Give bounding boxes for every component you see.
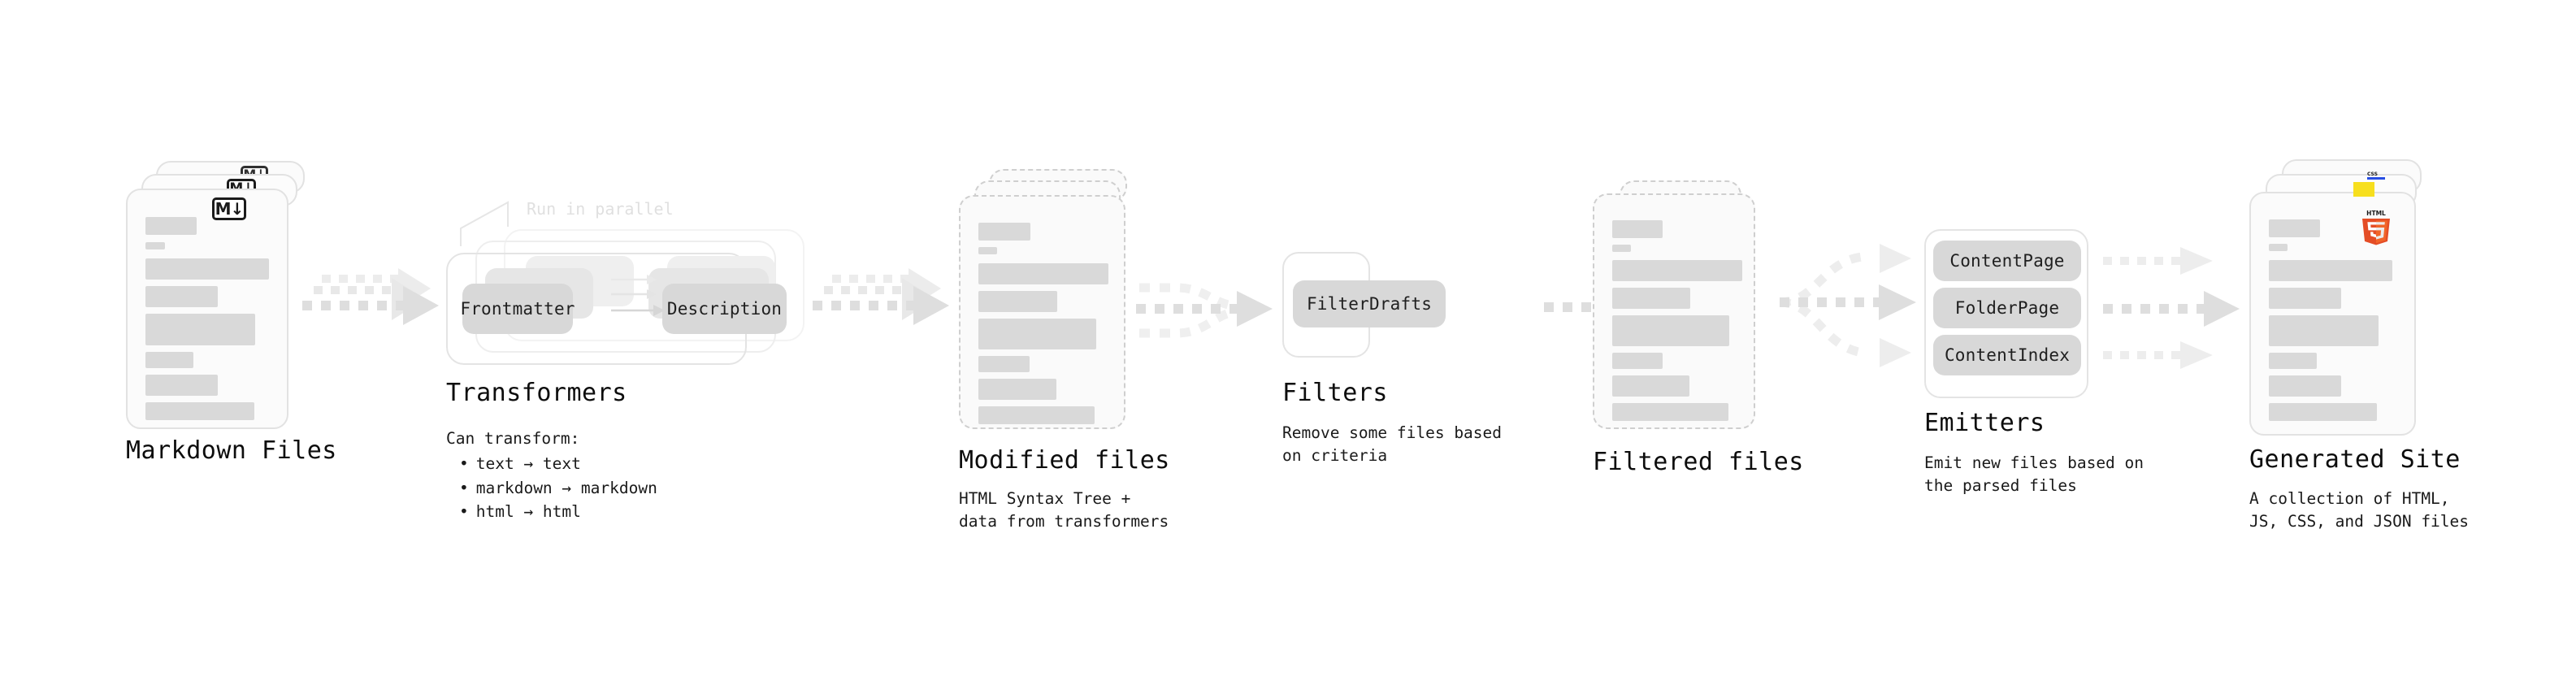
stage-title-modified-files: Modified files (959, 446, 1170, 475)
emitter-chip-contentindex[interactable]: ContentIndex (1933, 335, 2081, 375)
connector-transformers-to-modified (813, 268, 949, 325)
emitters-group (1924, 229, 2088, 398)
stage-subtitle-filters: Remove some files based on criteria (1282, 423, 1503, 466)
filtered-file-stack (1593, 180, 1772, 449)
content-bar (2269, 219, 2320, 237)
markdown-badge-label: M↓ (215, 199, 245, 219)
content-bar (145, 352, 193, 368)
css3-icon: CSS (2367, 171, 2385, 180)
content-bar (1612, 353, 1663, 369)
connector-emitters-to-site (2103, 247, 2240, 369)
content-bar (2269, 260, 2392, 281)
stage-subtitle-emitters: Emit new files based on the parsed files (1924, 453, 2144, 496)
content-bar (978, 319, 1096, 349)
connector-markdown-to-transformers (302, 268, 439, 325)
stage-subtitle-modified-files: HTML Syntax Tree + data from transformer… (959, 489, 1169, 531)
content-bar (1612, 315, 1729, 346)
transformers-bullet: markdown → markdown (459, 476, 657, 500)
transformers-bullet: html → html (459, 500, 657, 523)
content-bar (2269, 353, 2317, 369)
content-bar (2269, 315, 2379, 346)
content-bar (978, 379, 1056, 400)
content-bar (2269, 375, 2341, 397)
content-bar (978, 356, 1030, 372)
transformer-chip-description[interactable]: Description (662, 284, 787, 334)
content-bar (978, 291, 1057, 312)
svg-text:CSS: CSS (2367, 171, 2378, 177)
content-bar (145, 375, 218, 396)
stage-title-emitters: Emitters (1924, 409, 2045, 437)
content-bar (145, 314, 255, 345)
markdown-badge: M↓ (212, 197, 246, 220)
file-sheet-front (1593, 193, 1755, 429)
file-sheet-front (959, 195, 1125, 429)
emitter-chip-contentpage[interactable]: ContentPage (1933, 241, 2081, 281)
filter-chip-filterdrafts[interactable]: FilterDrafts (1293, 280, 1446, 327)
transformer-chip-label: Description (666, 299, 783, 319)
content-bar (2269, 403, 2377, 421)
javascript-icon (2353, 182, 2374, 197)
content-bar (2269, 244, 2288, 251)
parallel-bracket (460, 201, 509, 246)
content-bar (145, 258, 269, 280)
emitter-chip-label: FolderPage (1954, 298, 2060, 318)
emitter-chip-label: ContentIndex (1944, 345, 2071, 365)
content-bar (978, 406, 1095, 424)
html5-icon: HTML (2362, 210, 2390, 245)
emitter-chip-label: ContentPage (1949, 251, 2065, 271)
emitter-chip-folderpage[interactable]: FolderPage (1933, 288, 2081, 328)
content-bar (1612, 375, 1689, 397)
content-bar (2269, 288, 2341, 309)
content-bar (145, 402, 254, 420)
transformers-description-head: Can transform: (446, 429, 580, 448)
markdown-file-stack: M↓ M↓ M↓ (126, 161, 305, 429)
run-in-parallel-label: Run in parallel (527, 199, 674, 219)
content-bar (145, 217, 197, 235)
transformer-chip-frontmatter[interactable]: Frontmatter (460, 284, 575, 334)
file-sheet-front (126, 189, 288, 429)
stage-subtitle-generated-site: A collection of HTML, JS, CSS, and JSON … (2249, 489, 2470, 531)
transformers-bullet: text → text (459, 452, 657, 475)
content-bar (145, 242, 165, 249)
connector-modified-to-filters (1136, 283, 1273, 338)
connector-filtered-to-emitters (1779, 244, 1916, 367)
generated-site-file-stack: CSS HTML (2249, 159, 2436, 436)
content-bar (1612, 245, 1631, 252)
stage-title-transformers: Transformers (446, 379, 627, 407)
stage-title-markdown-files: Markdown Files (126, 436, 337, 465)
content-bar (1612, 220, 1663, 238)
content-bar (145, 286, 218, 307)
content-bar (978, 263, 1108, 284)
modified-file-stack (959, 169, 1138, 437)
stage-title-generated-site: Generated Site (2249, 445, 2461, 474)
filter-chip-label: FilterDrafts (1306, 294, 1433, 314)
transformers-description: Can transform: text → text markdown → ma… (446, 427, 657, 523)
stage-title-filtered-files: Filtered files (1593, 448, 1804, 476)
content-bar (978, 223, 1030, 241)
content-bar (1612, 403, 1728, 421)
content-bar (978, 247, 997, 254)
transformers-bullet-list: text → text markdown → markdown html → h… (459, 452, 657, 523)
svg-text:HTML: HTML (2366, 210, 2386, 217)
transformer-chip-label: Frontmatter (460, 299, 575, 319)
transformer-inner-arrows (611, 275, 665, 316)
content-bar (1612, 288, 1690, 309)
stage-title-filters: Filters (1282, 379, 1388, 407)
content-bar (1612, 260, 1742, 281)
